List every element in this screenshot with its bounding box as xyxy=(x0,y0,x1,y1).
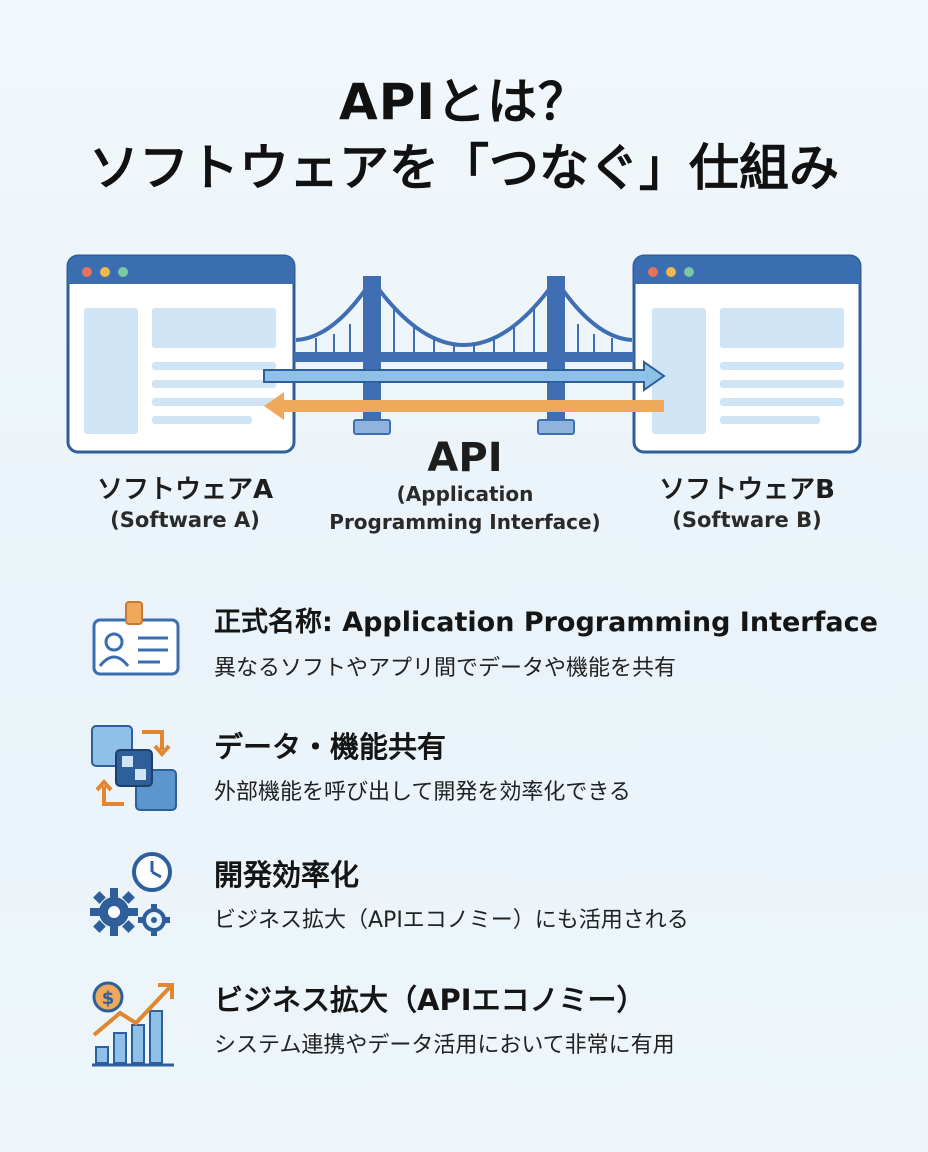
api-caption: API (Application Programming Interface) xyxy=(300,436,630,536)
id-card-icon xyxy=(92,601,180,676)
software-a-caption: ソフトウェアA (Software A) xyxy=(70,474,300,533)
feature-official-name: 正式名称: Application Programming Interface … xyxy=(86,598,886,708)
feature-heading: データ・機能共有 xyxy=(214,730,447,764)
api-label: API xyxy=(427,435,503,481)
request-arrow-right xyxy=(263,360,666,392)
api-full-name-line-2: Programming Interface) xyxy=(329,510,601,534)
feature-description: ビジネス拡大（APIエコノミー）にも活用される xyxy=(214,908,689,933)
feature-heading: ビジネス拡大（APIエコノミー） xyxy=(214,983,646,1017)
response-arrow-left xyxy=(264,392,664,420)
software-b-english: (Software B) xyxy=(672,507,822,532)
page-title-line-2: ソフトウェアを「つなぐ」仕組み xyxy=(89,139,839,197)
growth-chart-icon: $ xyxy=(92,981,174,1067)
feature-description: 外部機能を呼び出して開発を効率化できる xyxy=(214,780,631,805)
bridge-icon xyxy=(294,276,634,435)
feature-description: システム連携やデータ活用において非常に有用 xyxy=(214,1033,675,1058)
software-a-window-icon xyxy=(66,254,296,454)
software-b-window-icon xyxy=(632,254,862,454)
software-b-name: ソフトウェアB xyxy=(659,475,835,505)
software-b-caption: ソフトウェアB (Software B) xyxy=(628,474,866,533)
feature-data-sharing: データ・機能共有 外部機能を呼び出して開発を効率化できる xyxy=(86,722,886,832)
feature-business-expansion: $ ビジネス拡大（APIエコノミー） システム連携やデータ活用において非常に有用 xyxy=(86,975,886,1085)
feature-heading: 正式名称: Application Programming Interface xyxy=(214,607,878,638)
feature-heading: 開発効率化 xyxy=(214,858,360,892)
feature-description: 異なるソフトやアプリ間でデータや機能を共有 xyxy=(214,656,677,681)
software-a-english: (Software A) xyxy=(110,507,260,532)
software-a-name: ソフトウェアA xyxy=(96,475,274,505)
gears-clock-icon xyxy=(90,852,172,936)
api-full-name-line-1: (Application xyxy=(396,482,534,506)
svg-text:$: $ xyxy=(102,988,115,1009)
data-exchange-icon xyxy=(91,725,177,811)
page-title-line-1: APIとは？ xyxy=(339,73,589,131)
feature-dev-efficiency: 開発効率化 ビジネス拡大（APIエコノミー）にも活用される xyxy=(86,850,886,960)
api-bridge-diagram xyxy=(66,254,862,454)
